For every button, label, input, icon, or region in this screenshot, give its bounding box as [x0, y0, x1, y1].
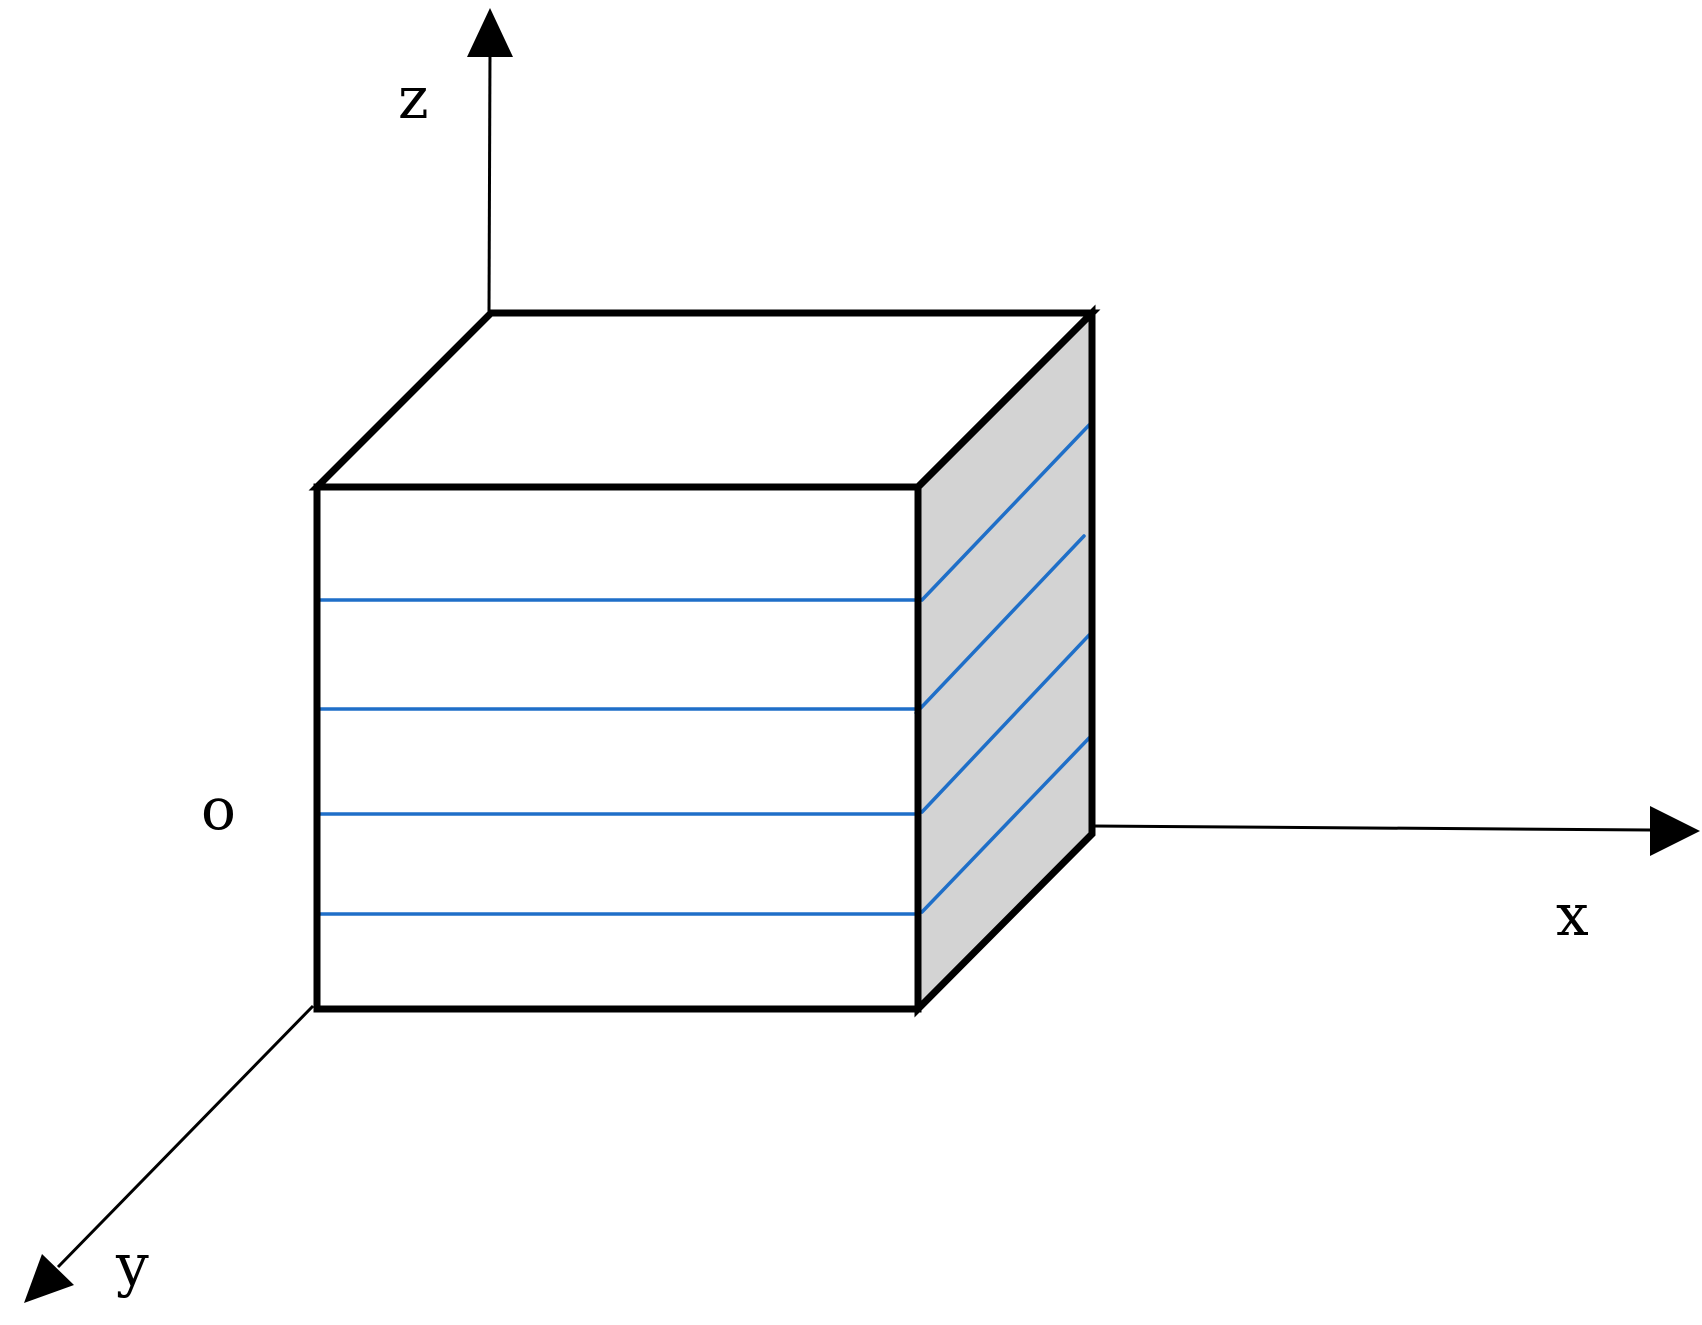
cube-top-face [317, 313, 1092, 487]
x-axis-label: x [1556, 881, 1589, 949]
cube-side-face [918, 313, 1092, 1009]
side-layer-line [920, 630, 1094, 814]
cube-edges [308, 304, 1101, 1018]
cube-front-edge [313, 483, 922, 1013]
axis-labels: z x y o [115, 64, 1589, 1299]
x-axis-arrowhead [1650, 806, 1700, 856]
side-layer-line [920, 733, 1094, 914]
axes [24, 8, 1700, 1303]
y-axis-line [56, 1004, 315, 1269]
side-layer-line [914, 534, 1086, 715]
y-axis-arrowhead [24, 1254, 74, 1303]
side-layer-lines [914, 420, 1094, 914]
side-layer-line [920, 420, 1094, 602]
y-axis-label: y [115, 1231, 149, 1299]
x-axis-line [1091, 824, 1651, 832]
z-axis-line [487, 49, 492, 313]
z-axis-label: z [398, 64, 429, 132]
z-axis-arrowhead [467, 8, 513, 57]
origin-label: o [201, 775, 236, 843]
cube [308, 304, 1101, 1018]
cube-front-face [317, 487, 918, 1009]
front-layer-lines [315, 598, 920, 916]
